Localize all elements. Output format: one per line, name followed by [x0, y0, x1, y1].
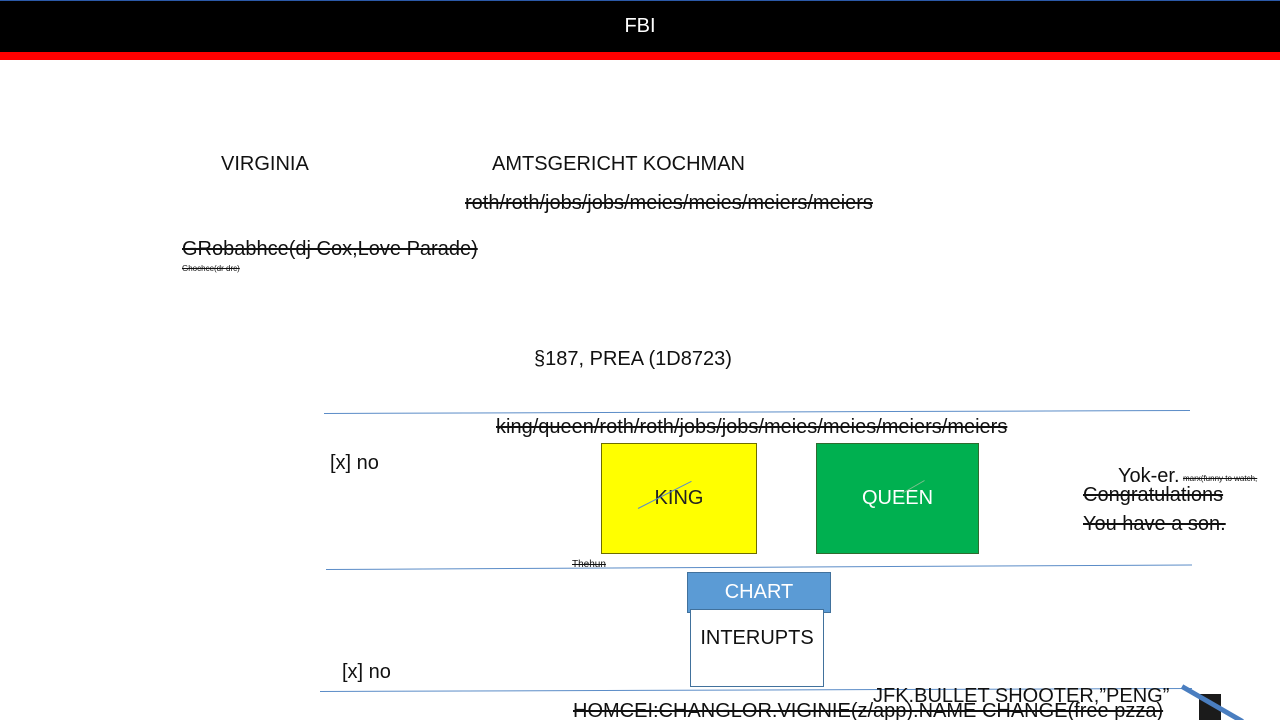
son-label: You have a son. — [1083, 513, 1226, 535]
chart-label: CHART — [724, 581, 794, 603]
yoker-label: Yok-er. — [1118, 465, 1180, 487]
divider-line-upper — [323, 409, 1190, 414]
marx-label: marx(funny to watch, — [1183, 474, 1258, 483]
ghochce-label: Ghochce(dr drc) — [182, 264, 240, 273]
chart-box: CHART — [687, 572, 831, 613]
congratulations-label: Congratulations — [1083, 484, 1224, 506]
title-bar: FBI — [0, 0, 1280, 52]
red-stripe — [0, 52, 1280, 60]
thehun-label: Thehun — [572, 559, 606, 570]
king-label: KING — [654, 487, 704, 509]
jfk-label: JFK.BULLET SHOOTER,”PENG” — [873, 685, 1170, 707]
homcei-label: HOMCEI:CHANGLOR.VIGINIE(z/app).NAME CHAN… — [573, 700, 1164, 720]
no-checkbox-upper: [x] no — [330, 452, 379, 474]
queen-label: QUEEN — [861, 487, 934, 509]
path-mid-label: king/queen/roth/roth/jobs/jobs/meies/mei… — [496, 416, 1008, 438]
queen-box: QUEEN — [816, 443, 979, 554]
court-label: AMTSGERICHT KOCHMAN — [492, 153, 745, 175]
virginia-label: VIRGINIA — [221, 153, 309, 175]
interupts-box: INTERUPTS — [690, 609, 824, 687]
king-box: KING — [601, 443, 757, 554]
grobabhce-label: GRobabhce(dj Cox,Love Parade) — [182, 238, 478, 260]
interupts-label: INTERUPTS — [700, 627, 814, 649]
slide-title: FBI — [624, 15, 656, 37]
section-label: §187, PREA (1D8723) — [534, 348, 732, 370]
path-top-label: roth/roth/jobs/jobs/meies/meies/meiers/m… — [465, 192, 873, 214]
no-checkbox-lower: [x] no — [342, 661, 391, 683]
divider-line-middle — [325, 564, 1192, 570]
